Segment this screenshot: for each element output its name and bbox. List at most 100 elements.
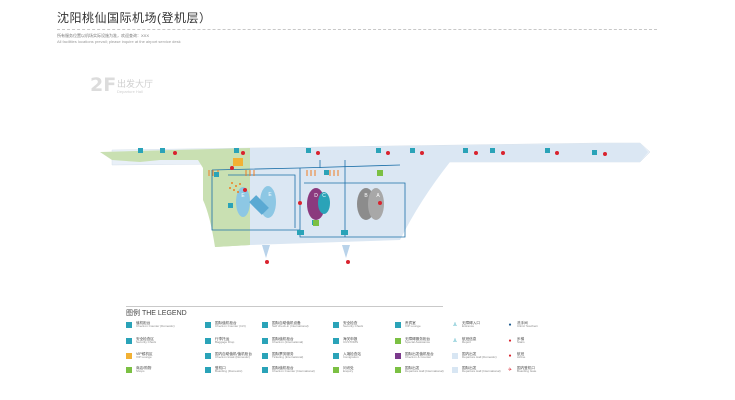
counter-label-3: C xyxy=(322,193,326,199)
legend-square-icon xyxy=(126,322,132,328)
legend-label-cn: 值机柜台 xyxy=(136,321,151,325)
legend-label-cn: 国内出发 xyxy=(462,352,477,356)
legend-label-cn: 行李托运 xyxy=(215,337,230,341)
legend-square-icon xyxy=(452,353,458,359)
legend-square-icon xyxy=(205,353,211,359)
legend-label-en: Shops xyxy=(136,369,145,374)
legend-label-en: Departure Hall (International) xyxy=(462,369,501,374)
legend-label-en: VIP Lounge xyxy=(405,324,421,329)
legend-label-cn: 商店/购物 xyxy=(136,366,152,370)
legend-label-cn: 洗手间 xyxy=(517,321,528,325)
legend-label-cn: 无障碍入口 xyxy=(462,321,480,325)
legend-label-en: Boarding Gate xyxy=(517,369,537,374)
legend-label-cn: VIP候机区 xyxy=(136,352,153,356)
header-note-en: All facilities locations prevail; please… xyxy=(57,39,181,44)
legend-label-en: Security Check xyxy=(136,340,157,345)
legend-label-cn: 国内登机口 xyxy=(517,366,535,370)
legend-label-en: Entrance xyxy=(462,324,475,329)
legend-label-cn: 国际出发 xyxy=(405,366,420,370)
legend-label-en: Check-in kiosk (Domestic) xyxy=(215,355,250,360)
legend-plane-icon: ✈ xyxy=(507,367,513,373)
legend-label-en: Check-in Counter (International) xyxy=(272,369,315,374)
header-note-cn: 所有服务位置以机场实际设施为准，欢迎查询：XXX xyxy=(57,33,150,38)
floor-name-en: Departure Hall xyxy=(117,89,143,94)
legend-square-icon xyxy=(395,353,401,359)
legend-label-en: Baggage Drop xyxy=(215,340,235,345)
legend-label-en: Report xyxy=(462,340,472,345)
legend-square-icon xyxy=(395,322,401,328)
legend-label-cn: 无障碍服务柜台 xyxy=(405,337,431,341)
counter-label-4: B xyxy=(364,193,368,199)
gate-markers xyxy=(262,245,350,264)
legend-label-en: Ticketing (International) xyxy=(272,355,304,360)
legend-person-icon: ♙ xyxy=(452,338,458,344)
legend-square-icon xyxy=(126,353,132,359)
legend-square-icon xyxy=(395,338,401,344)
legend-circle-icon: ● xyxy=(508,322,512,328)
legend-label-cn: 国际出发值机柜台 xyxy=(405,352,434,356)
legend-square-icon xyxy=(333,367,339,373)
legend-label-cn: 国际值机柜台 xyxy=(272,366,294,370)
counter-label-1: E xyxy=(268,192,272,198)
legend-square-icon xyxy=(333,322,339,328)
floor-name-cn: 出发大厅 xyxy=(117,79,154,89)
counter-a xyxy=(368,188,384,220)
vip-block xyxy=(233,158,243,166)
legend-label-cn: 海关申报 xyxy=(343,337,358,341)
counter-label-2: D xyxy=(314,193,318,199)
top-icons xyxy=(138,148,607,156)
legend-label-en: Stairs xyxy=(517,340,525,345)
legend-square-icon xyxy=(205,338,211,344)
legend-label-en: Enquiry xyxy=(343,369,354,374)
legend-label-cn: 国际值机柜台 xyxy=(215,321,237,325)
legend-square-icon xyxy=(205,367,211,373)
legend-label-cn: 安全检查区 xyxy=(136,337,154,341)
legend-label-en: Check-in & Counter xyxy=(405,355,432,360)
domestic-hall xyxy=(203,160,250,247)
legend-label-cn: 问讯处 xyxy=(343,366,354,370)
zone-icons xyxy=(214,166,383,235)
legend-label-cn: 国际值机柜台 xyxy=(272,337,294,341)
vip-dots xyxy=(229,182,241,193)
legend-label-en: Immigration xyxy=(343,355,359,360)
floor-number: 2F xyxy=(90,74,117,96)
legend-square-icon xyxy=(262,338,268,344)
legend-label-cn: 步梯 xyxy=(517,337,525,341)
legend-label-en: Departure Hall (Domestic) xyxy=(462,355,497,360)
terminal-floor-map[interactable]: E E D C B A xyxy=(0,0,735,300)
legend-square-icon xyxy=(262,353,268,359)
legend-label-en: Check-in Counter (Int'l) xyxy=(215,324,246,329)
legend-square-icon xyxy=(395,367,401,373)
page-title: 沈阳桃仙国际机场(登机层） xyxy=(57,11,212,25)
legend-circle-icon: ● xyxy=(508,338,512,344)
counter-e-block xyxy=(249,195,269,215)
counter-e-left xyxy=(236,187,250,217)
legend-label-en: CUSTOMS xyxy=(343,340,358,345)
legend-square-icon xyxy=(126,338,132,344)
legend-label-cn: 国内自助值机/值机柜台 xyxy=(215,352,252,356)
counter-c xyxy=(318,192,330,214)
legend-square-icon xyxy=(333,338,339,344)
legend-square-icon xyxy=(262,367,268,373)
legend-square-icon xyxy=(262,322,268,328)
